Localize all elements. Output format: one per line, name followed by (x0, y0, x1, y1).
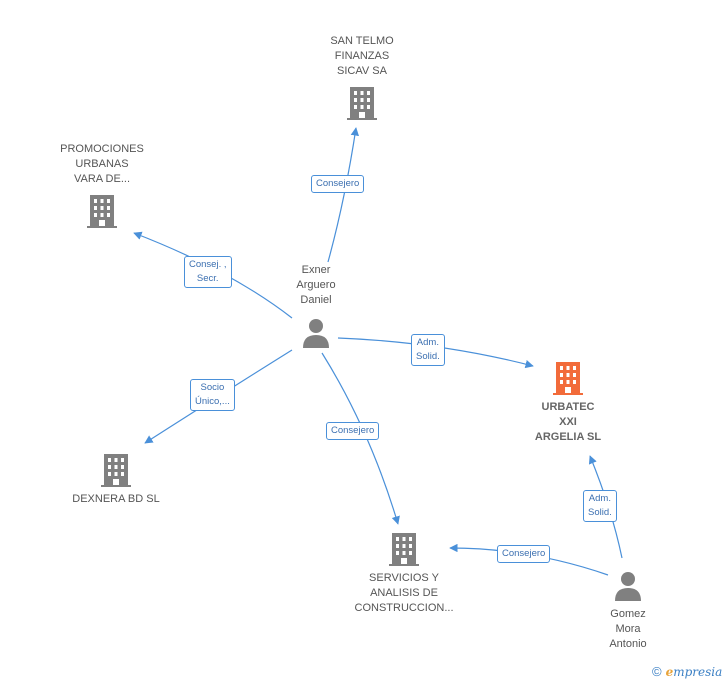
building-icon (553, 362, 583, 395)
edge-label-socio-unico[interactable]: Socio Único,... (190, 379, 235, 411)
node-label: PROMOCIONES URBANAS VARA DE... (60, 143, 144, 185)
node-servicios[interactable]: SERVICIOS Y ANALISIS DE CONSTRUCCION... (346, 531, 462, 616)
building-icon (389, 533, 419, 566)
edge-label-consejero-servicios[interactable]: Consejero (326, 422, 380, 440)
node-gomez[interactable]: Gomez Mora Antonio (588, 570, 668, 652)
edge-label-consejero-gomez[interactable]: Consejero (497, 545, 551, 563)
node-exner[interactable]: Exner Arguero Daniel (276, 263, 356, 349)
node-label: URBATEC XXI ARGELIA SL (534, 401, 602, 443)
node-promociones[interactable]: PROMOCIONES URBANAS VARA DE... (52, 142, 152, 229)
building-icon (101, 454, 131, 487)
node-label: DEXNERA BD SL (72, 493, 160, 505)
node-label: Exner Arguero Daniel (296, 264, 336, 306)
edge-label-consejero-san-telmo[interactable]: Consejero (311, 175, 365, 193)
node-label: SERVICIOS Y ANALISIS DE CONSTRUCCION... (354, 572, 454, 614)
building-icon (87, 195, 117, 228)
footer-brand: ©empresia (652, 664, 722, 679)
node-label: SAN TELMO FINANZAS SICAV SA (330, 35, 394, 77)
person-icon (615, 572, 641, 601)
brand-logo[interactable]: empresia (666, 665, 723, 679)
brand-rest: mpresia (673, 665, 723, 679)
edge-exner-san-telmo (327, 127, 360, 263)
building-icon (347, 87, 377, 120)
node-urbatec[interactable]: URBATEC XXI ARGELIA SL (518, 360, 618, 445)
edge-label-consej-secr[interactable]: Consej. , Secr. (184, 256, 232, 288)
node-dexnera[interactable]: DEXNERA BD SL (58, 452, 174, 507)
person-icon (303, 319, 329, 348)
edge-label-adm-solid-1[interactable]: Adm. Solid. (411, 334, 445, 366)
node-san-telmo[interactable]: SAN TELMO FINANZAS SICAV SA (312, 34, 412, 121)
edge-label-adm-solid-2[interactable]: Adm. Solid. (583, 490, 617, 522)
node-label: Gomez Mora Antonio (609, 608, 647, 650)
copyright-icon: © (652, 664, 662, 679)
brand-initial: e (665, 665, 674, 679)
